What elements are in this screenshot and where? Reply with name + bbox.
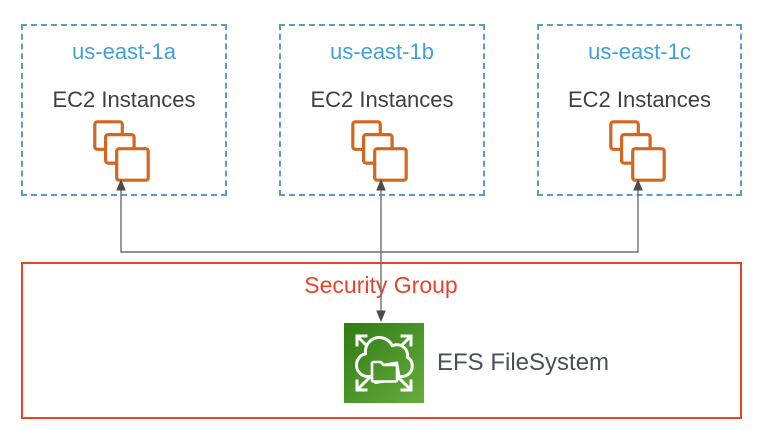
- connector-outer-zones: [120, 190, 639, 253]
- efs-filesystem-label: EFS FileSystem: [437, 349, 610, 376]
- efs-filesystem-icon: [344, 323, 424, 403]
- ec2-instances-icon: [93, 120, 150, 182]
- ec2-instances-label: EC2 Instances: [310, 87, 454, 112]
- zone-label-us-east-1a: us-east-1a: [72, 39, 176, 64]
- zone-box-us-east-1a: us-east-1a EC2 Instances: [21, 24, 227, 196]
- ec2-instances-icon: [351, 120, 408, 182]
- zone-label-us-east-1b: us-east-1b: [330, 39, 434, 64]
- ec2-instances-label: EC2 Instances: [52, 87, 196, 112]
- ec2-instances-label: EC2 Instances: [567, 87, 712, 112]
- zone-box-us-east-1c: us-east-1c EC2 Instances: [537, 24, 742, 196]
- zone-box-us-east-1b: us-east-1b EC2 Instances: [279, 24, 485, 196]
- ec2-instances-icon: [608, 120, 666, 182]
- security-group-label: Security Group: [304, 272, 458, 298]
- zone-label-us-east-1c: us-east-1c: [588, 39, 691, 64]
